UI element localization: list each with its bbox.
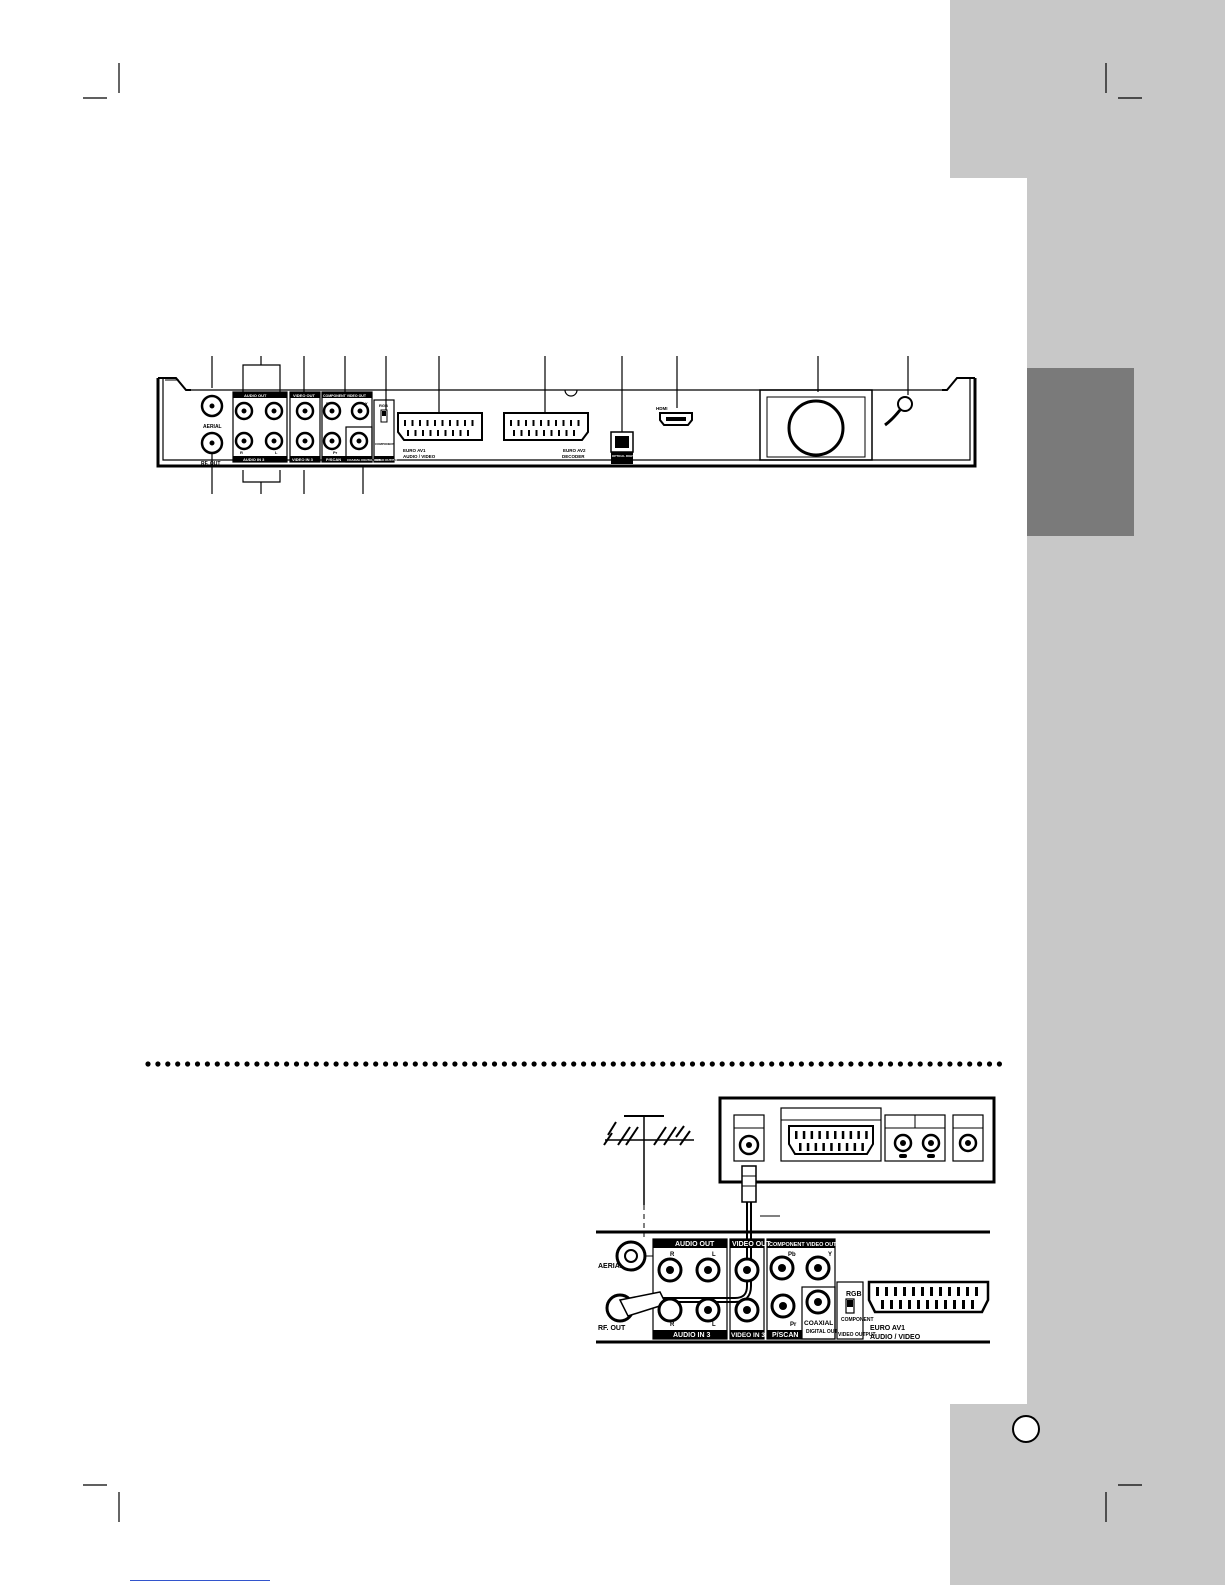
diag-component-label: COMPONENT VIDEO OUT (769, 1242, 837, 1248)
pscan-label: P/SCAN (326, 457, 341, 462)
footer-rule (130, 1580, 270, 1581)
coaxial-digital-out-label: COAXIAL DIGITAL OUT (347, 458, 380, 462)
euro-av2-decoder-label: DECODER (562, 454, 585, 459)
video-in3-label: VIDEO IN 3 (292, 457, 314, 462)
diag-euro-av1-label: EURO AV1 (870, 1325, 905, 1332)
diag-audio-in3-label: AUDIO IN 3 (673, 1332, 710, 1339)
audio-in-r-label: R (240, 450, 243, 455)
diag-rf-out-label: RF. OUT (598, 1325, 626, 1332)
callout-leaders-top (211, 356, 909, 432)
hdmi-label: HDMI (656, 406, 668, 411)
video-out-label: VIDEO OUT (293, 393, 316, 398)
diag-l-bottom: L (712, 1322, 716, 1328)
fan-icon (787, 399, 845, 457)
pr-label: Pr (333, 450, 338, 455)
section-divider (145, 1061, 1003, 1067)
sidebar-shade-top (950, 0, 1225, 178)
aerial-jack (200, 394, 224, 418)
chassis-outline (156, 377, 977, 468)
tv-rear-panel (718, 1096, 996, 1184)
video-output-label: VIDEO OUTPUT (375, 458, 398, 462)
diag-video-output-label: VIDEO OUTPUT (838, 1332, 876, 1338)
diag-aerial-label: AERIAL (598, 1263, 625, 1270)
page-number-circle (1012, 1415, 1040, 1443)
callout-leaders-bottom (211, 454, 364, 494)
diag-audio-video-label: AUDIO / VIDEO (870, 1334, 921, 1341)
euro-av2-label: EURO AV2 (563, 448, 586, 453)
optical-out-label: OPTICAL DIGITAL OUT (612, 454, 645, 458)
diag-r-bottom: R (670, 1322, 675, 1328)
rf-out-jack (200, 431, 224, 455)
rf-cable (650, 1165, 780, 1303)
euro-av1-audio-video-label: AUDIO / VIDEO (403, 454, 436, 459)
diag-video-out-label: VIDEO OUT (732, 1241, 771, 1248)
diag-r-top: R (670, 1252, 675, 1258)
diag-component-switch-label: COMPONENT (841, 1317, 874, 1323)
diag-pr: Pr (790, 1322, 797, 1328)
diag-aerial-jack (615, 1240, 653, 1272)
diag-pscan-label: P/SCAN (772, 1332, 798, 1339)
power-cord-icon (884, 396, 913, 427)
y-label: Y (365, 401, 368, 406)
diag-rf-out-jack (605, 1291, 668, 1323)
audio-in3-label: AUDIO IN 3 (243, 457, 265, 462)
component-video-out-label: COMPONENT VIDEO OUT (323, 394, 367, 398)
diag-y: Y (828, 1252, 832, 1258)
diag-rgb-label: RGB (846, 1291, 862, 1298)
audio-in-l-label: L (275, 450, 278, 455)
diag-audio-out-label: AUDIO OUT (675, 1241, 715, 1248)
aerial-label: AERIAL (203, 424, 222, 430)
section-tab (1027, 368, 1134, 536)
audio-out-label: AUDIO OUT (244, 393, 267, 398)
diag-coaxial-label: COAXIAL (804, 1320, 833, 1327)
diag-pb: Pb (788, 1252, 796, 1258)
component-label: COMPONENT (375, 442, 395, 446)
rca-jacks (234, 401, 370, 451)
sidebar-shade-bottom (950, 1404, 1225, 1585)
diag-digital-out-label: DIGITAL OUT (806, 1329, 837, 1335)
diag-l-top: L (712, 1252, 716, 1258)
rf-out-label: RF. OUT (201, 461, 220, 467)
tv-jacks (738, 1133, 978, 1156)
rgb-label: RGB (379, 403, 388, 408)
diag-video-in3-label: VIDEO IN 3 (731, 1332, 765, 1339)
antenna-icon (603, 1115, 694, 1240)
euro-av1-label: EURO AV1 (403, 448, 426, 453)
